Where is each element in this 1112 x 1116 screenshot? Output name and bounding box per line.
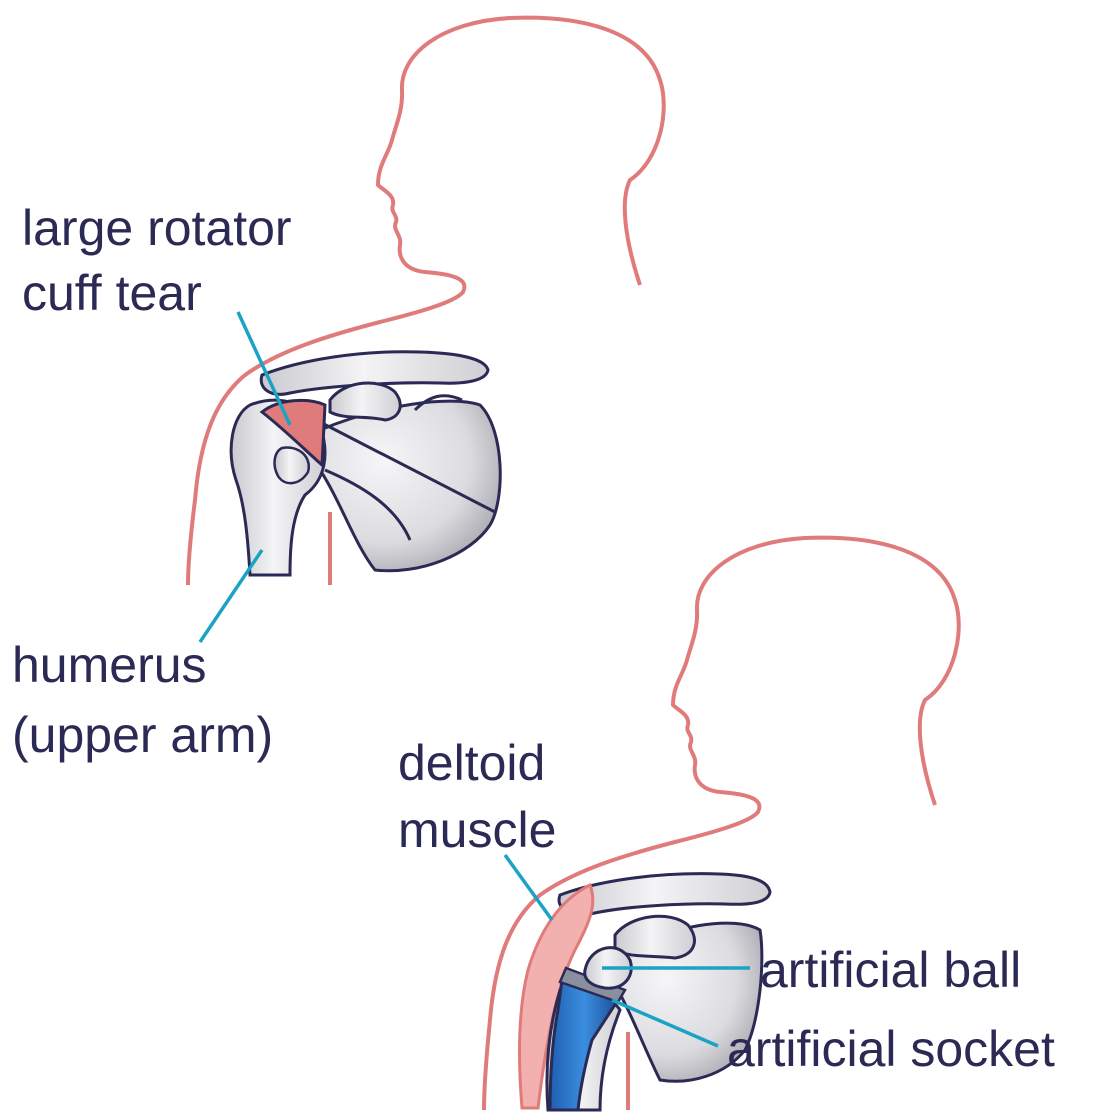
tear-label-line2: cuff tear <box>22 265 202 321</box>
humerus-label-line2: (upper arm) <box>12 707 273 763</box>
coracoid-2 <box>615 916 694 958</box>
humerus-tuberosity <box>275 448 309 484</box>
deltoid-leader <box>505 855 552 920</box>
deltoid-label-line2: muscle <box>398 802 556 858</box>
scapula <box>320 401 500 571</box>
humerus-label-line1: humerus <box>12 637 207 693</box>
figure-after: deltoid muscle artificial ball artificia… <box>398 538 1055 1110</box>
figure-before: large rotator cuff tear humerus (upper a… <box>12 18 664 763</box>
humerus-leader <box>200 550 262 642</box>
deltoid-label-line1: deltoid <box>398 735 545 791</box>
artificial-socket-label: artificial socket <box>727 1021 1055 1077</box>
tear-label-line1: large rotator <box>22 200 292 256</box>
artificial-ball-label: artificial ball <box>760 942 1021 998</box>
coracoid <box>330 383 400 420</box>
